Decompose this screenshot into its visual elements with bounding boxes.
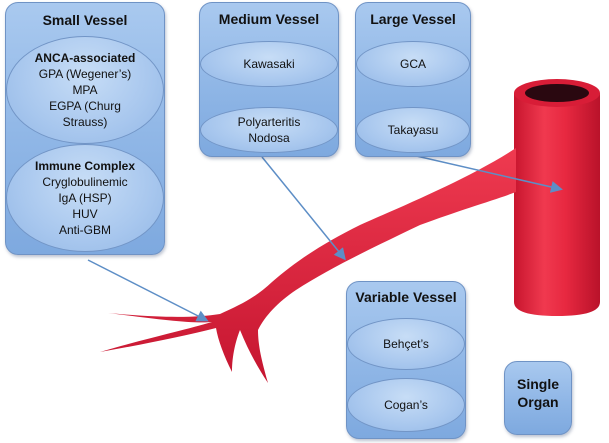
arrow-large-vessel — [411, 154, 563, 193]
variable-vessel-panel: Variable Vessel Behçet’s Cogan’s — [346, 281, 466, 439]
behcets-oval: Behçet’s — [347, 318, 465, 370]
anca-item: EGPA (Churg — [49, 99, 121, 113]
large-vessel-panel: Large Vessel GCA Takayasu — [355, 2, 471, 157]
immune-heading: Immune Complex — [34, 159, 136, 173]
small-vessel-panel: Small Vessel ANCA-associated GPA (Wegene… — [5, 2, 165, 255]
immune-item: Cryglobulinemic — [42, 175, 128, 189]
variable-vessel-title: Variable Vessel — [355, 289, 457, 305]
kawasaki-label: Kawasaki — [243, 57, 295, 71]
takayasu-label: Takayasu — [387, 123, 439, 137]
arrow-small-vessel — [87, 259, 209, 322]
medium-vessel-title: Medium Vessel — [218, 11, 320, 27]
kawasaki-oval: Kawasaki — [200, 41, 338, 87]
pan-oval: Polyarteritis Nodosa — [200, 107, 338, 153]
anca-item: Strauss) — [62, 115, 108, 129]
branching-vessel — [100, 148, 516, 383]
vessel-opening-inner — [525, 84, 589, 102]
gca-label: GCA — [399, 57, 426, 71]
pan-label-line1: Polyarteritis — [237, 115, 301, 129]
single-organ-title-line2: Organ — [517, 394, 559, 410]
immune-complex-oval: Immune Complex Cryglobulinemic IgA (HSP)… — [6, 144, 164, 252]
behcets-label: Behçet’s — [383, 337, 429, 351]
arrow-medium-vessel — [261, 156, 346, 261]
immune-item: Anti-GBM — [58, 223, 111, 237]
cogans-label: Cogan’s — [384, 398, 428, 412]
small-vessel-title: Small Vessel — [42, 12, 128, 28]
cogans-oval: Cogan’s — [347, 378, 465, 432]
immune-item: HUV — [72, 207, 98, 221]
takayasu-oval: Takayasu — [356, 107, 470, 153]
single-organ-title-line1: Single — [516, 376, 559, 392]
medium-vessel-panel: Medium Vessel Kawasaki Polyarteritis Nod… — [199, 2, 339, 157]
immune-item: IgA (HSP) — [58, 191, 112, 205]
large-vessel-title: Large Vessel — [370, 11, 456, 27]
anca-heading: ANCA-associated — [34, 51, 136, 65]
anca-item: GPA (Wegener’s) — [38, 67, 132, 81]
anca-associated-oval: ANCA-associated GPA (Wegener’s) MPA EGPA… — [6, 36, 164, 144]
single-organ-panel: Single Organ — [504, 361, 572, 435]
gca-oval: GCA — [356, 41, 470, 87]
anca-item: MPA — [72, 83, 98, 97]
pan-label-line2: Nodosa — [248, 131, 290, 145]
large-vessel-body — [514, 93, 600, 316]
